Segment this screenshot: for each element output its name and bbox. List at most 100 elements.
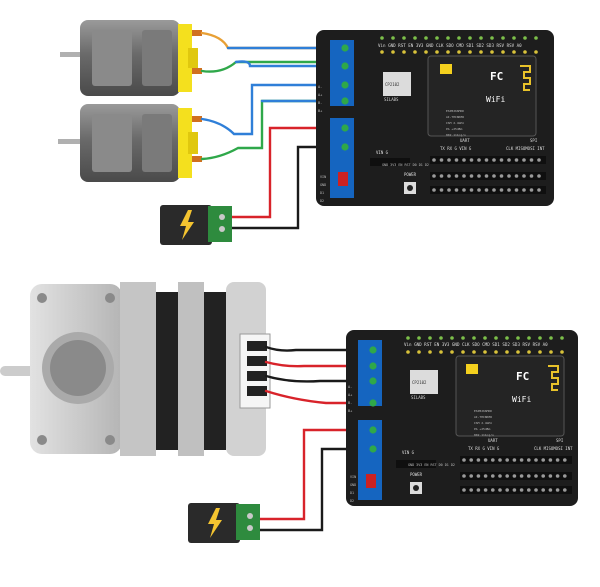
header-pin: [516, 350, 520, 354]
header-pin: [501, 50, 505, 54]
header-pin: [472, 350, 476, 354]
spi-pin-labels: CLK MISOMOSI INT: [506, 146, 545, 151]
pin-d1-b: D1: [350, 491, 354, 495]
header-pin: [447, 174, 451, 178]
header-pin: [560, 350, 564, 354]
model-line-4-b: 802.11b/g/n: [474, 433, 494, 437]
header-pin: [516, 336, 520, 340]
uart-pin-labels-bottom: TX RX G VIN G: [468, 446, 500, 451]
model-line-1-b: AI-THINKER: [474, 415, 492, 419]
dc-motor-2: [58, 104, 202, 182]
motor-shield-bottom: Vin GND RST EN 3V3 GND CLK SDO CMD SD1 S…: [346, 330, 578, 506]
header-pin: [462, 488, 466, 492]
header-pin: [469, 188, 474, 192]
header-pin: [477, 158, 481, 162]
header-pin: [469, 158, 474, 162]
label-a-minus-b: A-: [348, 385, 352, 389]
label-b-minus: B-: [318, 101, 322, 105]
header-pin: [439, 158, 444, 162]
header-pin: [432, 158, 436, 162]
header-pin: [439, 336, 443, 340]
header-pin: [479, 50, 483, 54]
header-pin: [417, 336, 421, 340]
header-pin: [537, 188, 541, 192]
motor-1-shaft: [60, 52, 82, 57]
header-pin: [432, 174, 436, 178]
header-pin: [501, 36, 505, 40]
header-pin: [406, 336, 410, 340]
header-pin: [512, 458, 517, 462]
header-pin: [563, 474, 567, 478]
header-pin: [454, 174, 459, 178]
spi-pin-labels-bottom: CLK MISOMOSI INT: [534, 446, 573, 451]
header-pin: [476, 458, 481, 462]
header-pin: [527, 350, 531, 354]
motor-shield-top: Vin GND RST EN 3V3 GND CLK SDO CMD SD1 S…: [316, 30, 554, 206]
header-pin: [498, 474, 502, 478]
header-pin: [548, 488, 553, 492]
header-pin: [512, 50, 516, 54]
header-pin: [462, 458, 466, 462]
row-d-labels: GND 3V3 EN RST D0 D1 D2: [382, 163, 429, 167]
header-pin: [505, 474, 510, 478]
header-pin: [477, 174, 481, 178]
header-pin: [484, 188, 489, 192]
header-pin: [527, 488, 531, 492]
header-pin: [499, 174, 504, 178]
header-pin: [483, 488, 488, 492]
header-pin: [447, 158, 451, 162]
header-pin: [491, 474, 495, 478]
header-pin: [477, 188, 481, 192]
uart-label: UART: [460, 138, 470, 143]
uart-label-bottom: UART: [488, 438, 498, 443]
header-pin: [491, 488, 495, 492]
header-pin: [534, 488, 538, 492]
model-line-3: PA +25dBm: [446, 127, 462, 131]
header-pin: [490, 36, 494, 40]
header-pin: [432, 188, 436, 192]
lightning-bolt-icon: [208, 508, 222, 538]
pin-d2-b: D2: [350, 499, 354, 503]
header-pin: [391, 36, 395, 40]
header-pin: [462, 174, 466, 178]
header-pin: [514, 158, 519, 162]
header-pin: [450, 336, 454, 340]
header-pin: [529, 188, 534, 192]
chip-brand-label-bottom: SILABS: [411, 395, 426, 400]
header-pin: [483, 458, 488, 462]
vin-labels: VIN G: [376, 150, 389, 155]
lightning-bolt-icon: [180, 210, 194, 240]
header-pin: [537, 174, 541, 178]
header-pin: [468, 36, 472, 40]
bottom-wires: [254, 345, 380, 532]
chip-cp2102: [383, 72, 411, 96]
header-pin: [512, 474, 517, 478]
spi-label-bottom: SPI: [556, 438, 564, 443]
header-pin: [555, 458, 560, 462]
header-pin: [519, 458, 524, 462]
header-pin: [457, 36, 461, 40]
header-pin: [457, 50, 461, 54]
header-pin: [402, 50, 406, 54]
header-pin: [450, 350, 454, 354]
header-pin: [507, 188, 511, 192]
header-pin: [446, 50, 450, 54]
header-pin: [461, 350, 465, 354]
module-wifi-label: WiFi: [486, 95, 505, 104]
power-jack-top: [160, 205, 232, 245]
pin-d2: D2: [320, 199, 324, 203]
header-pin: [519, 474, 524, 478]
header-pin: [527, 474, 531, 478]
pin-gnd-b: GND: [350, 483, 356, 487]
model-line-1: AI-THINKER: [446, 115, 464, 119]
header-pin: [439, 188, 444, 192]
header-pin: [512, 36, 516, 40]
label-a-plus-b: A+: [348, 393, 353, 397]
model-line-2-b: ISM 2.4GHz: [474, 421, 492, 425]
header-pin: [380, 50, 384, 54]
header-top-labels-bottom: Vin GND RST EN 3V3 GND CLK SDO CMD SD1 S…: [404, 342, 548, 347]
header-pin: [563, 458, 567, 462]
vin-labels-bottom: VIN G: [402, 450, 415, 455]
header-pin: [548, 458, 553, 462]
